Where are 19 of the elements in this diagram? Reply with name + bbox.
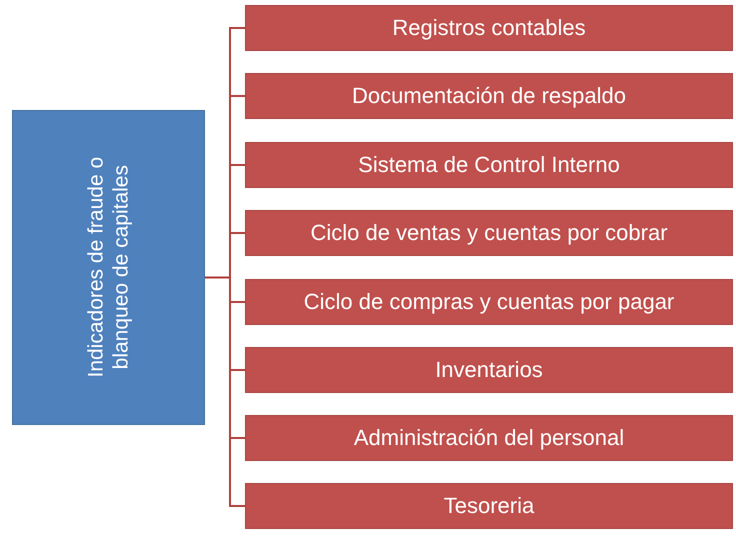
indicator-label: Sistema de Control Interno [358, 152, 620, 178]
indicator-box [245, 73, 733, 119]
indicator-label: Tesoreria [444, 493, 534, 519]
indicator-box [245, 279, 733, 325]
indicator-box [245, 142, 733, 188]
indicator-label: Registros contables [392, 15, 586, 41]
indicator-label: Ciclo de ventas y cuentas por cobrar [310, 220, 668, 246]
indicator-label: Documentación de respaldo [352, 83, 626, 109]
indicator-box [245, 415, 733, 461]
indicator-label: Ciclo de compras y cuentas por pagar [304, 289, 674, 315]
indicator-label: Inventarios [435, 357, 543, 383]
connector-line [205, 276, 245, 507]
indicator-label: Administración del personal [354, 425, 624, 451]
category-box [12, 110, 205, 425]
indicator-box [245, 5, 733, 51]
indicator-box [245, 347, 733, 393]
category-title: Indicadores de fraude o blanqueo de capitales [83, 156, 134, 380]
indicator-box [245, 210, 733, 256]
indicator-box [245, 483, 733, 529]
